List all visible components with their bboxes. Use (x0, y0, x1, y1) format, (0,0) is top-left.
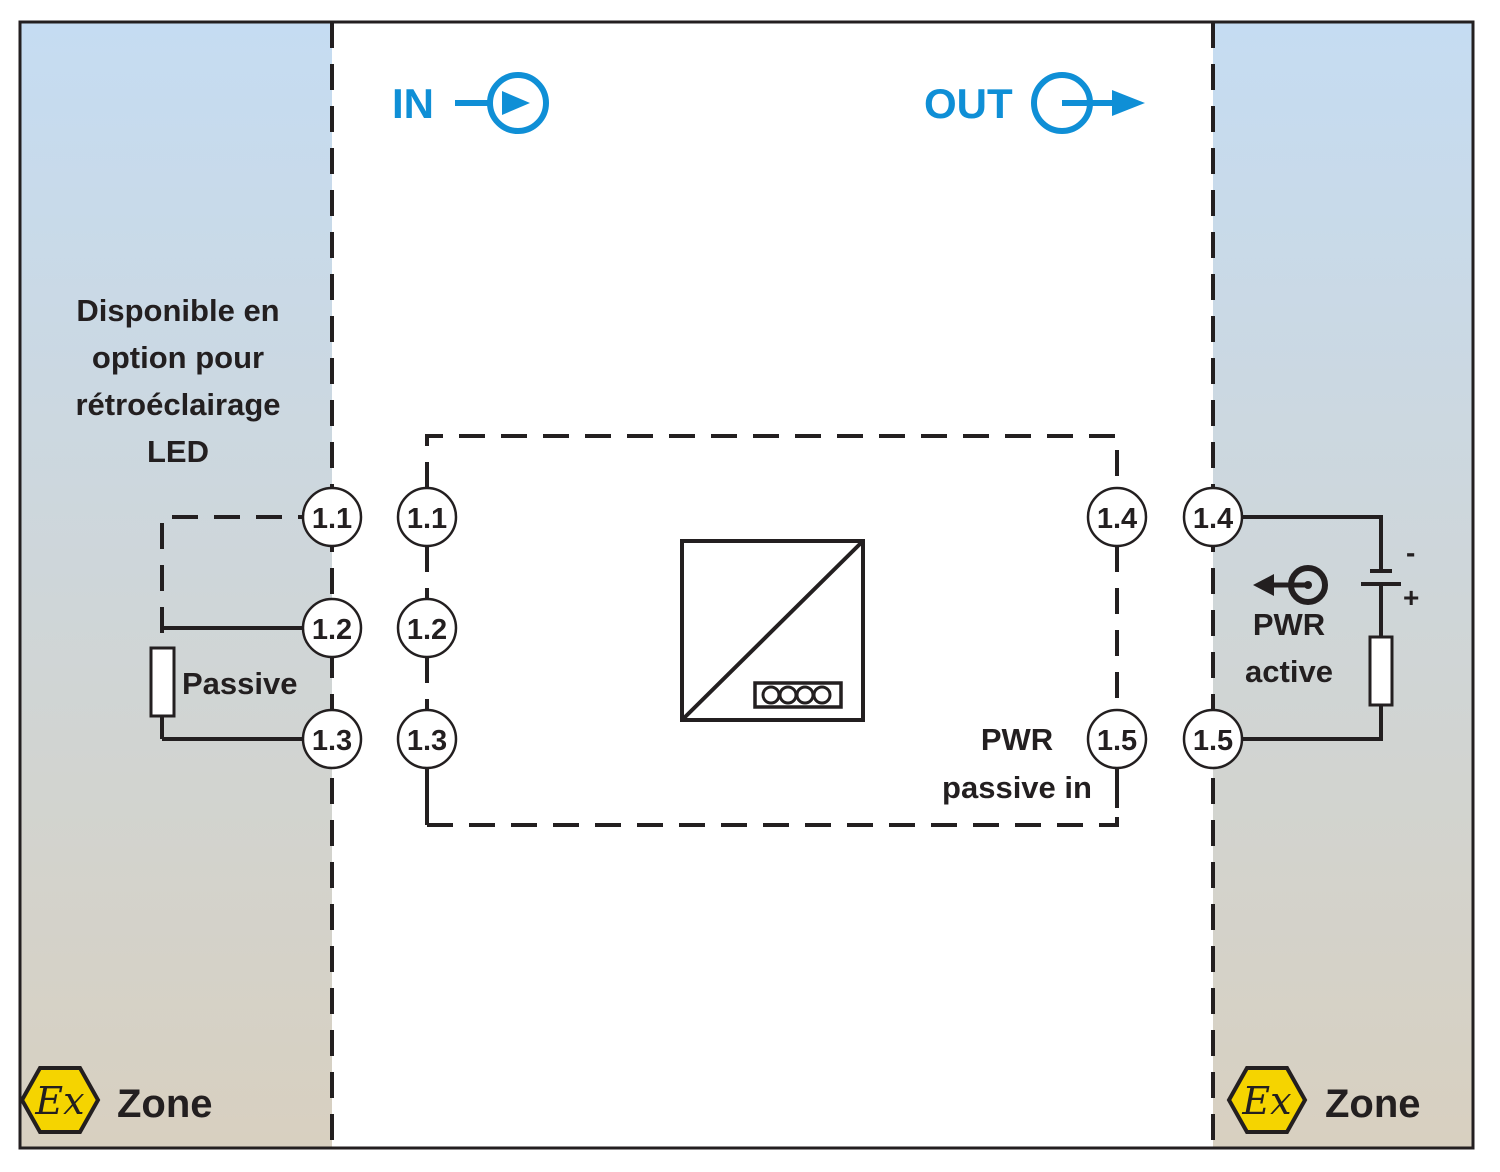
svg-text:1.5: 1.5 (1193, 725, 1233, 757)
led-option-note: Disponible en option pour rétroéclairage… (75, 293, 280, 469)
terminal-left-inner-1: 1.1 (396, 486, 458, 548)
output-arrow-icon (1031, 72, 1145, 134)
svg-text:1.4: 1.4 (1097, 503, 1137, 535)
svg-text:option pour: option pour (92, 340, 264, 375)
terminal-left-outer-1: 1.1 (301, 486, 363, 548)
passive-label: Passive (182, 666, 298, 701)
minus-sign: - (1406, 537, 1415, 568)
passive-sensor-wiring (149, 515, 303, 741)
svg-text:1.4: 1.4 (1193, 503, 1233, 535)
active-supply-wiring (1242, 515, 1401, 741)
plus-sign: + (1403, 582, 1419, 613)
svg-text:Disponible en: Disponible en (76, 293, 279, 328)
svg-text:Ex: Ex (1241, 1079, 1291, 1123)
svg-text:1.1: 1.1 (312, 503, 352, 535)
svg-text:1.3: 1.3 (407, 725, 447, 757)
terminal-left-inner-3: 1.3 (396, 708, 458, 770)
right-mode-label: active (1245, 654, 1333, 689)
terminal-right-inner-2: 1.5 (1086, 708, 1148, 770)
resistor-symbol-icon (149, 646, 176, 718)
left-zone-area (20, 22, 332, 1148)
diagram-frame (18, 20, 1475, 1150)
device-pwr-label: PWR (981, 722, 1053, 757)
svg-text:1.2: 1.2 (407, 614, 447, 646)
ex-hazard-icon-left: Ex (19, 1066, 101, 1134)
svg-text:1.1: 1.1 (407, 503, 447, 535)
terminal-left-outer-2: 1.2 (301, 597, 363, 659)
device-housing-outline (425, 434, 1119, 827)
svg-text:1.2: 1.2 (312, 614, 352, 646)
svg-text:1.5: 1.5 (1097, 725, 1137, 757)
right-zone-area (1213, 22, 1473, 1148)
terminal-left-inner-2: 1.2 (396, 597, 458, 659)
terminal-right-outer-2: 1.5 (1182, 708, 1244, 770)
left-zone-label: Zone (117, 1082, 213, 1126)
terminal-right-outer-1: 1.4 (1182, 486, 1244, 548)
terminal-right-inner-1: 1.4 (1086, 486, 1148, 548)
right-zone-label: Zone (1325, 1082, 1421, 1126)
in-label: IN (392, 80, 434, 127)
terminal-left-outer-3: 1.3 (301, 708, 363, 770)
svg-text:1.3: 1.3 (312, 725, 352, 757)
load-resistor-icon (1368, 635, 1394, 707)
converter-block-with-led-icon (680, 539, 865, 722)
power-source-arrow-icon (1253, 565, 1328, 605)
input-arrow-icon (455, 72, 549, 134)
right-pwr-label: PWR (1253, 607, 1325, 642)
device-pwr-sub-label: passive in (942, 770, 1092, 805)
svg-text:Ex: Ex (34, 1079, 84, 1123)
ex-hazard-icon-right: Ex (1226, 1066, 1308, 1134)
out-label: OUT (924, 80, 1013, 127)
svg-text:rétroéclairage: rétroéclairage (75, 387, 280, 422)
svg-text:LED: LED (147, 434, 209, 469)
